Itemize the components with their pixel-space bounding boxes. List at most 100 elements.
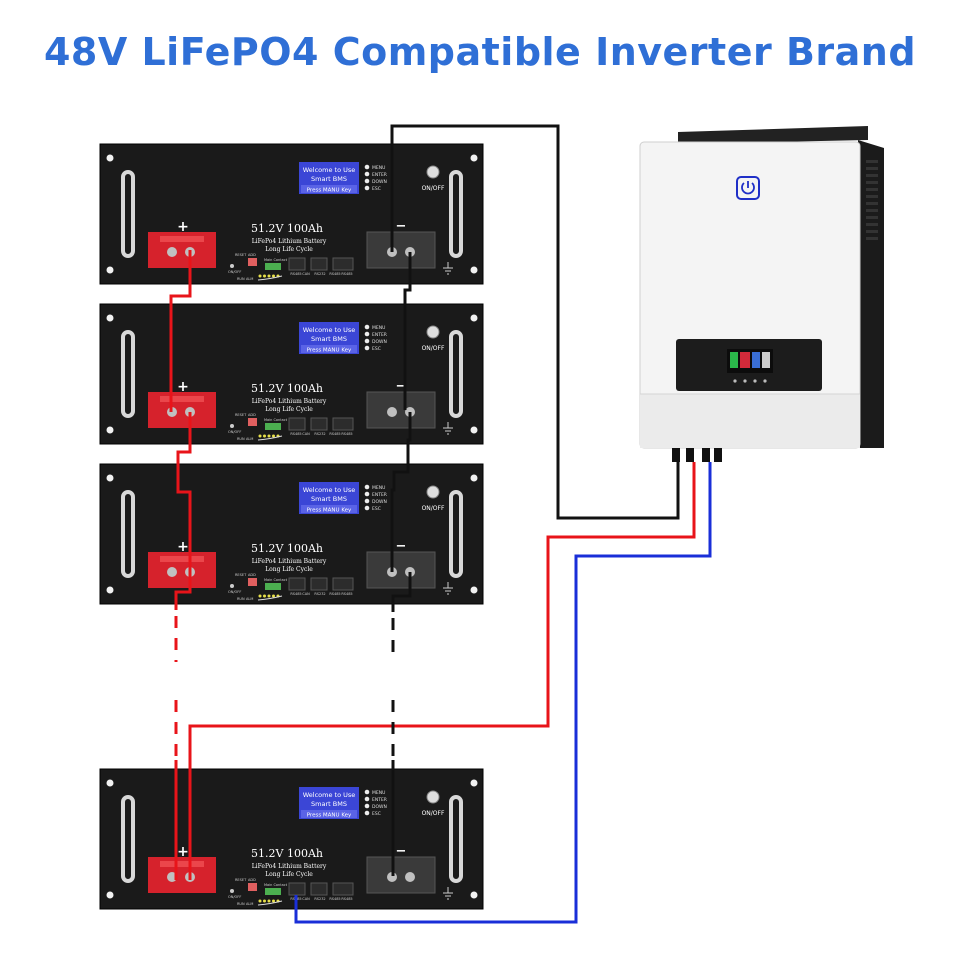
alm-label: ALM [246, 437, 253, 441]
main-contact-label: Main Contact [264, 578, 288, 582]
menu-label: ESC [372, 346, 381, 352]
mount-hole [470, 426, 478, 434]
reset-label: RESET [235, 573, 247, 577]
terminal-highlight [160, 236, 204, 242]
menu-label: ENTER [372, 332, 387, 338]
menu-label: MENU [372, 325, 385, 331]
lcd-bar [301, 505, 357, 513]
power-icon-arc [741, 182, 755, 195]
lcd-line-3: Press MANU Key [307, 188, 352, 194]
menu-label: DOWN [372, 339, 387, 345]
alm-label: ALM [246, 902, 253, 906]
menu-button-dot [364, 796, 370, 802]
negative-link-2-3 [390, 412, 412, 572]
menu-button-dot [364, 178, 370, 184]
power-switch [426, 485, 440, 499]
led-indicator [258, 434, 262, 438]
led-indicator [263, 899, 266, 903]
lcd-line-2: Smart BMS [311, 175, 347, 183]
lcd-line-3: Press MANU Key [307, 813, 352, 819]
switch-label: ON/OFF [422, 185, 445, 192]
cable-gland [686, 448, 694, 462]
right-handle [449, 170, 463, 258]
left-handle [121, 170, 135, 258]
left-handle [121, 795, 135, 883]
comm-port [332, 882, 354, 896]
menu-label: ESC [372, 186, 381, 192]
positive-symbol: + [177, 539, 189, 555]
inverter [639, 126, 884, 462]
contact-block [265, 583, 281, 590]
panel-button [763, 379, 767, 383]
vent-slot [866, 202, 878, 205]
run-label: RUN [237, 597, 245, 601]
panel-button [753, 379, 757, 383]
ground-icon [443, 582, 453, 595]
add-label: ADD [248, 878, 256, 882]
inverter-lower-panel [640, 394, 860, 448]
mount-hole [106, 154, 114, 162]
mount-hole [106, 474, 114, 482]
terminal-highlight [160, 396, 204, 402]
run-label: RUN [237, 902, 245, 906]
lcd-bar [301, 185, 357, 193]
comm-port [332, 417, 354, 431]
dip-switch [248, 258, 257, 266]
positive-link-1-2 [169, 250, 192, 412]
port-label: RS485 [290, 432, 301, 436]
led-indicator [263, 434, 266, 438]
led-indicator [263, 594, 266, 598]
menu-button-dot [364, 338, 370, 344]
run-label: RUN [237, 277, 245, 281]
lcd-bar [301, 810, 357, 818]
lcd-line-3: Press MANU Key [307, 348, 352, 354]
lcd-line-3: Press MANU Key [307, 508, 352, 514]
reset-label: RESET [235, 413, 247, 417]
switch-label: ON/OFF [422, 345, 445, 352]
comm-port [310, 257, 328, 271]
menu-button-dot [364, 810, 370, 816]
terminal-bolt [167, 247, 177, 257]
spec-line-2: LiFePo4 Lithium Battery [252, 238, 327, 245]
port-label: CAN [302, 272, 310, 276]
inverter-side [858, 140, 884, 448]
lcd-line-2: Smart BMS [311, 335, 347, 343]
left-handle [121, 490, 135, 578]
comm-port [310, 882, 328, 896]
negative-link-3-down [391, 572, 412, 612]
panel-button [743, 379, 747, 383]
comm-port [288, 882, 306, 896]
mount-hole [106, 314, 114, 322]
port-label: RS232 [314, 432, 325, 436]
port-label: RS485 [341, 897, 352, 901]
vent-slot [866, 160, 878, 163]
negative-symbol: − [396, 219, 407, 234]
ground-icon [443, 262, 453, 275]
lcd-line-2: Smart BMS [311, 495, 347, 503]
negative-symbol: − [396, 539, 407, 554]
comm-port [288, 577, 306, 591]
add-label: ADD [248, 573, 256, 577]
menu-button-dot [364, 803, 370, 809]
menu-label: ESC [372, 506, 381, 512]
cable-gland [702, 448, 710, 462]
left-handle [121, 330, 135, 418]
menu-label: ENTER [372, 172, 387, 178]
menu-button-dot [364, 505, 370, 511]
terminal-bolt [405, 872, 415, 882]
port-label: RS485 [341, 592, 352, 596]
menu-button-dot [364, 324, 370, 330]
small-button [230, 889, 234, 893]
mount-hole [470, 266, 478, 274]
vent-slot [866, 237, 878, 240]
main-contact-label: Main Contact [264, 883, 288, 887]
spec-line-3: Long Life Cycle [265, 566, 313, 573]
negative-terminal [366, 551, 436, 589]
panel-button [733, 379, 737, 383]
alm-label: ALM [246, 597, 253, 601]
power-switch [426, 790, 440, 804]
